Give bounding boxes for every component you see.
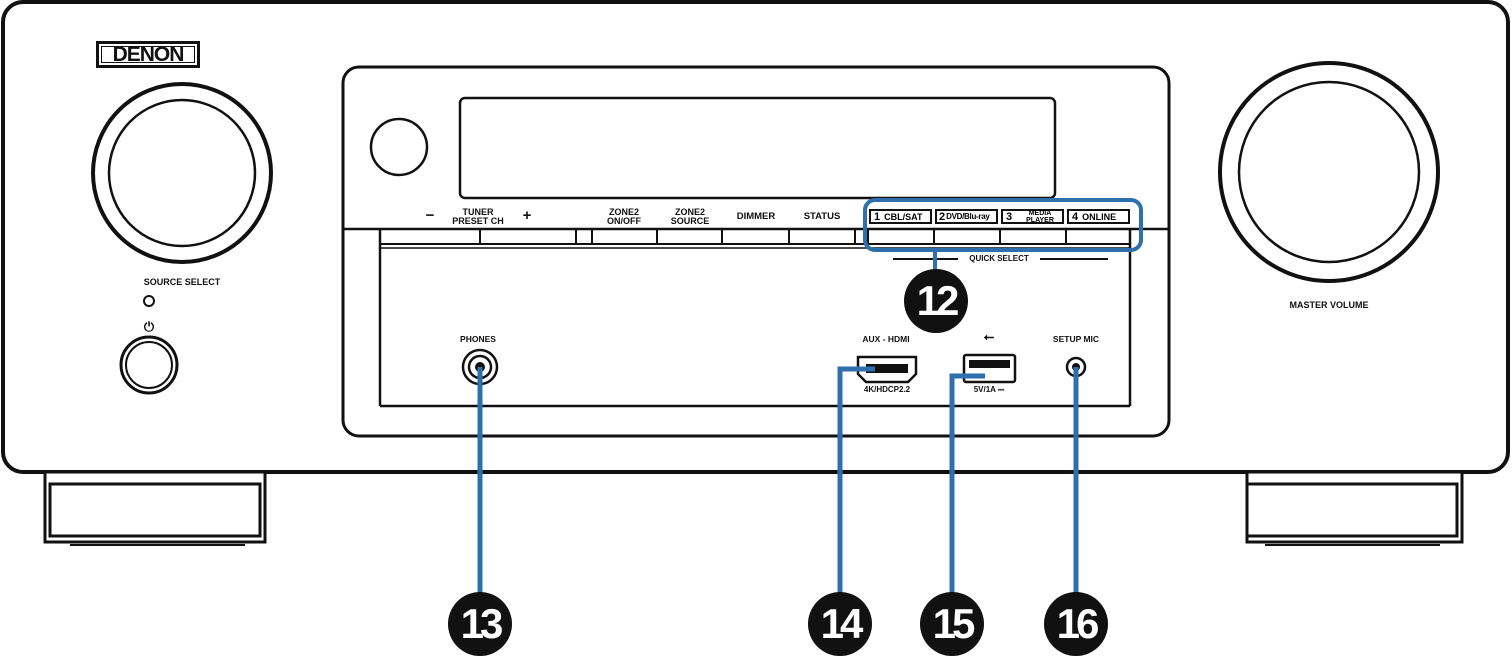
zone2-source-button[interactable] (658, 230, 721, 243)
quick-select-4-button[interactable]: 4 ONLINE (1067, 209, 1130, 224)
minus-label: − (425, 207, 435, 224)
quick-select-1-button[interactable]: 1 CBL/SAT (869, 209, 932, 224)
aux-hdmi-label: AUX - HDMI (862, 334, 910, 344)
callout-14: 14 (808, 592, 872, 656)
dimmer-button[interactable] (723, 230, 788, 243)
plus-label: + (522, 207, 532, 224)
power-button[interactable] (119, 335, 179, 395)
left-foot (43, 470, 267, 546)
quick-select-highlight (863, 198, 1143, 252)
tuner-preset-plus-button[interactable] (481, 230, 575, 243)
source-select-knob[interactable] (91, 82, 273, 264)
master-volume-knob[interactable] (1218, 61, 1440, 283)
denon-logo: DENON (96, 41, 200, 68)
zone2-onoff-button[interactable] (593, 230, 656, 243)
callout-13: 13 (448, 592, 512, 656)
button-strip (343, 227, 1169, 408)
usb-icon: ⭠ (983, 329, 995, 344)
power-icon: ⏻ (143, 319, 155, 334)
leader-line-14 (837, 366, 875, 598)
hdmi-port (856, 355, 918, 384)
usb-rating-label: 5V/1A ⎓ (973, 385, 1005, 394)
status-label: STATUS (803, 211, 841, 222)
display-window (458, 96, 1057, 200)
right-foot (1245, 470, 1464, 546)
phones-label: PHONES (460, 334, 496, 344)
hdcp-label: 4K/HDCP2.2 (863, 385, 911, 394)
power-indicator-led (143, 295, 155, 307)
master-volume-label: MASTER VOLUME (1289, 300, 1369, 310)
setup-mic-label: SETUP MIC (1052, 334, 1100, 344)
source-select-label: SOURCE SELECT (143, 277, 221, 287)
quick-select-2-button[interactable]: 2 DVD/Blu-ray (935, 209, 998, 224)
leader-line-15 (949, 373, 985, 598)
callout-12: 12 (904, 269, 968, 333)
tuner-preset-minus-button[interactable] (381, 230, 479, 243)
callout-15: 15 (920, 592, 984, 656)
status-button[interactable] (790, 230, 854, 243)
remote-sensor (369, 117, 429, 177)
callout-16: 16 (1044, 592, 1108, 656)
dimmer-label: DIMMER (736, 211, 776, 222)
quick-select-label: QUICK SELECT (969, 254, 1029, 263)
